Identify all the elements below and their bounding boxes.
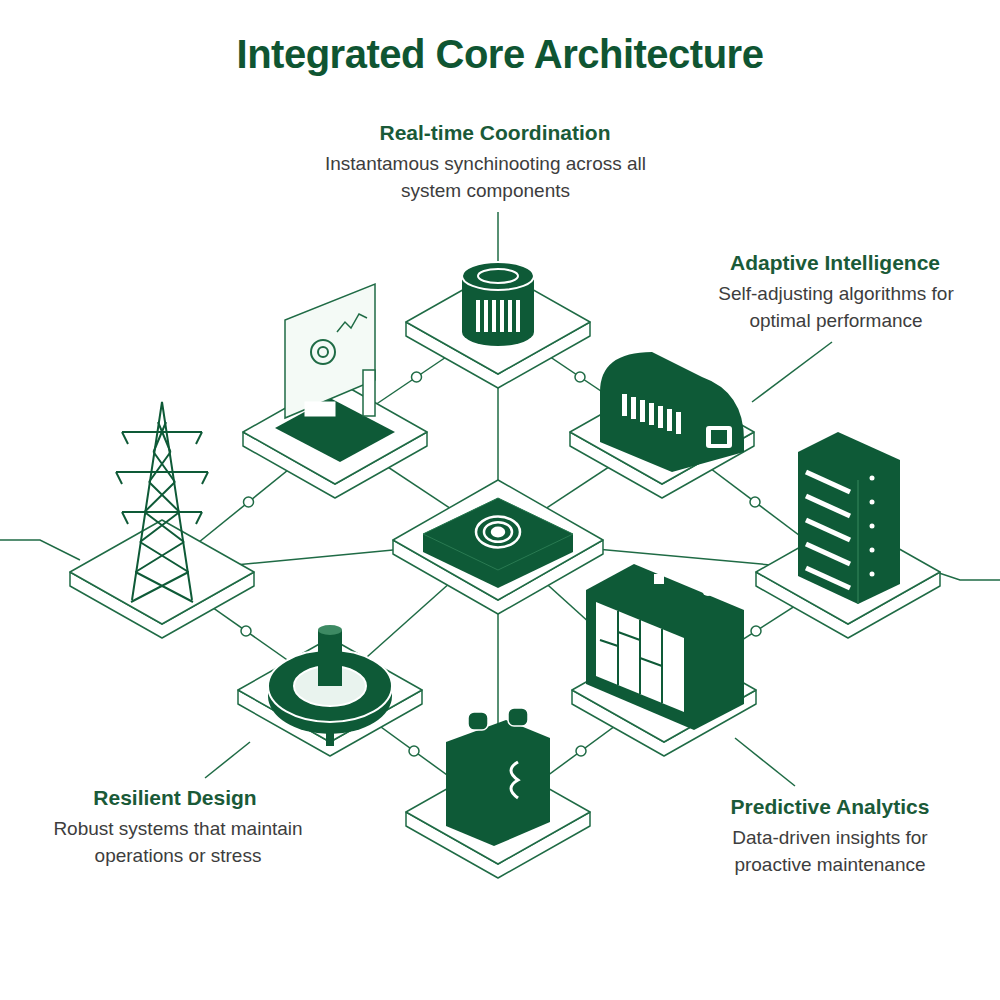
capsule-vent	[631, 397, 636, 419]
callout-heading: Predictive Analytics	[690, 795, 970, 819]
wire	[0, 540, 80, 560]
callout-body: Instantamous synchinooting across all sy…	[318, 150, 653, 204]
turbine-foot	[326, 732, 334, 746]
junction-dot	[244, 497, 254, 507]
server-slot	[806, 496, 850, 516]
server-slot	[806, 568, 850, 588]
callout-body: Self-adjusting algorithms for optimal pe…	[705, 280, 967, 334]
screen-target	[318, 347, 328, 357]
pylon-insulator	[196, 512, 202, 524]
wire-grid	[0, 212, 1000, 812]
server-slot	[806, 472, 850, 492]
junction-dot	[576, 746, 586, 756]
junction-dot	[412, 372, 422, 382]
cabinet-window	[596, 602, 684, 712]
pylon-icon	[116, 402, 208, 602]
core-ring	[484, 522, 512, 542]
cylinder-ring	[478, 269, 518, 283]
server-led	[870, 500, 875, 505]
diagram-title: Integrated Core Architecture	[0, 32, 1000, 77]
capsule-vent	[658, 406, 663, 428]
pylon-insulator	[116, 472, 122, 484]
callout-body: Data-driven insights for proactive maint…	[705, 824, 955, 878]
capsule-port	[706, 426, 732, 448]
leader-line	[497, 212, 499, 262]
cabinet-knob	[702, 584, 714, 596]
junction-dot	[241, 626, 251, 636]
screen-target	[311, 340, 335, 364]
cylinder-stripe	[516, 300, 520, 332]
pylon-insulator	[122, 512, 128, 524]
junction-dot	[575, 372, 585, 382]
server-slot	[806, 544, 850, 564]
cylinder-top	[462, 262, 534, 290]
capsule-vent	[667, 409, 672, 431]
cylinder-stripe	[492, 300, 496, 332]
battery-terminal	[468, 712, 488, 730]
console-post	[363, 370, 375, 416]
cabinet-chart	[600, 632, 662, 666]
capsule-vent	[640, 400, 645, 422]
battery-coil	[511, 762, 518, 798]
core-chip-top	[423, 498, 573, 570]
pylon-brace	[131, 572, 193, 602]
pylon-brace	[149, 452, 175, 482]
leader-line	[205, 742, 250, 778]
leader-line	[752, 342, 832, 402]
core-chip	[423, 498, 573, 588]
pylon-insulator	[196, 432, 202, 444]
pylon-insulator	[202, 472, 208, 484]
server-rack-icon	[798, 432, 900, 604]
server-led	[870, 524, 875, 529]
pylon-brace	[145, 482, 180, 512]
tile-top	[393, 480, 603, 600]
capsule-machine-icon	[600, 352, 744, 472]
junction-dot	[750, 497, 760, 507]
core-ring	[492, 528, 504, 536]
callout-heading: Real-time Coordination	[285, 121, 705, 145]
cabinet-divider	[617, 611, 619, 685]
cabinet-switch	[654, 574, 664, 584]
cylinder-stripe	[500, 300, 504, 332]
server-slot	[806, 520, 850, 540]
capsule-vent	[676, 412, 681, 434]
server-led	[870, 548, 875, 553]
junction-dot	[409, 746, 419, 756]
leader-line	[735, 738, 795, 786]
pylon-brace	[136, 542, 189, 572]
capsule-vent	[622, 394, 627, 416]
capsule-vent	[649, 403, 654, 425]
callout-heading: Adaptive Intelligence	[690, 251, 980, 275]
tile-top	[70, 520, 254, 624]
cylinder-stripe	[484, 300, 488, 332]
cylinder-stripe	[476, 300, 480, 332]
pylon-arm	[122, 511, 202, 513]
turbine-cap	[318, 625, 342, 635]
cylinder-stripe	[508, 300, 512, 332]
display-screen	[285, 284, 375, 418]
battery-terminal	[508, 708, 528, 726]
screen-graph	[337, 314, 367, 332]
pylon-brace	[140, 512, 184, 542]
callout-body: Robust systems that maintain operations …	[28, 815, 328, 869]
server-led	[870, 572, 875, 577]
control-cabinet-icon	[586, 564, 744, 730]
pylon-insulator	[122, 432, 128, 444]
turbine-shaft	[318, 630, 342, 686]
callout-heading: Resilient Design	[20, 786, 330, 810]
icons	[116, 262, 900, 846]
battery-icon	[446, 720, 550, 846]
pylon-brace	[154, 422, 171, 452]
pylon-arm	[116, 471, 208, 473]
core-ring	[476, 517, 520, 548]
console-key	[305, 402, 335, 416]
server-edge	[857, 480, 859, 604]
capsule-port-inner	[711, 430, 727, 444]
junction-dot	[751, 626, 761, 636]
server-led	[870, 476, 875, 481]
